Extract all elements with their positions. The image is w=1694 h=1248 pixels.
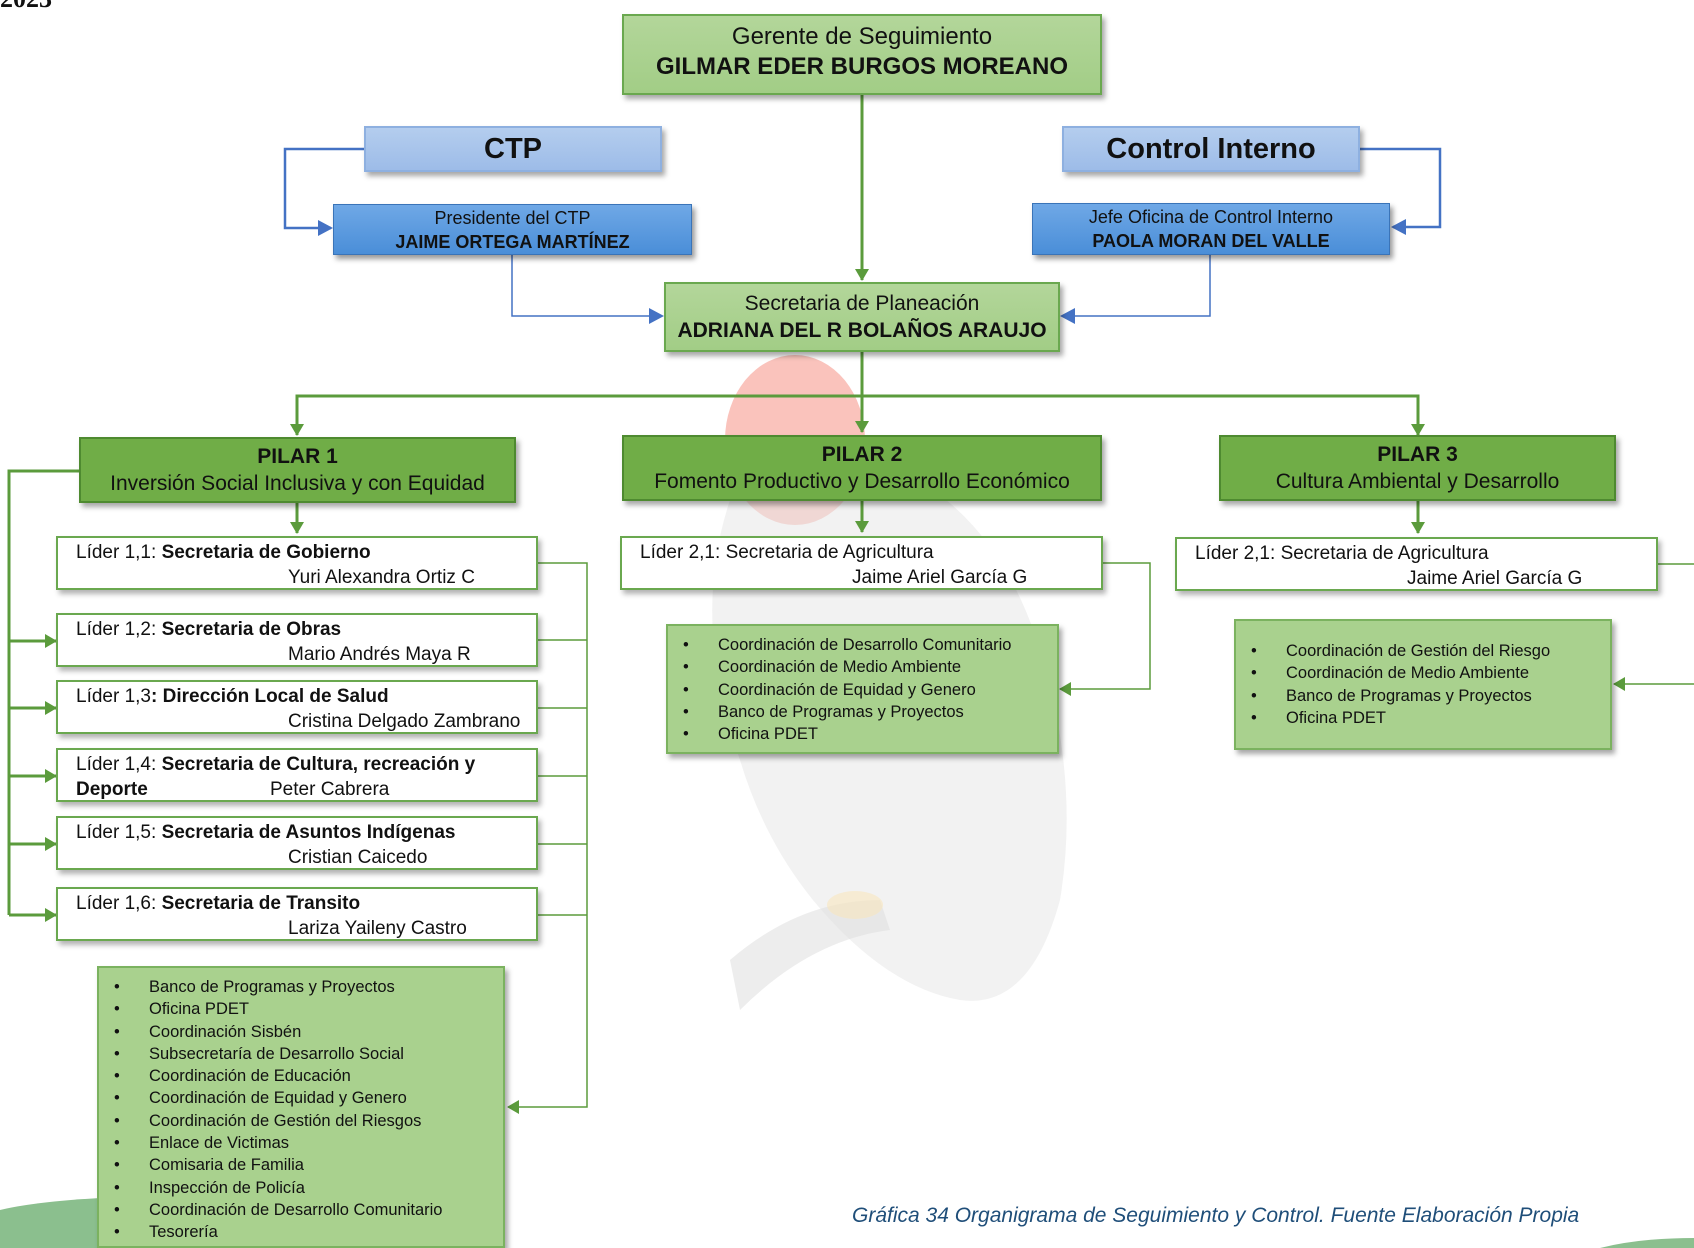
pilar3-box: PILAR 3 Cultura Ambiental y Desarrollo [1219, 435, 1616, 501]
leader-prefix: Líder 1,1: [76, 542, 162, 563]
leader-office: Secretaria de Agricultura [1280, 543, 1489, 564]
leader-person: Cristina Delgado Zambrano [288, 711, 521, 732]
ctp-title: CTP [484, 133, 542, 165]
leader-prefix: Líder 1,3 [76, 686, 151, 707]
list-item: Coordinación de Gestión del Riesgo [1251, 640, 1610, 663]
ctp-title-box: CTP [364, 126, 662, 172]
leader-office: : Dirección Local de Salud [151, 686, 389, 707]
pilar2-box: PILAR 2 Fomento Productivo y Desarrollo … [622, 435, 1102, 501]
leader-office: Secretaria de Cultura, recreación y [161, 754, 476, 775]
leader-prefix: Líder 1,2: [76, 619, 162, 640]
ctp-role: Presidente del CTP [434, 208, 591, 228]
list-item: Oficina PDET [1251, 707, 1610, 730]
leader-1-1: Líder 1,1: Secretaria de Gobierno Yuri A… [56, 536, 538, 590]
list-item: Comisaria de Familia [114, 1154, 503, 1177]
list-item: Coordinación Sisbén [114, 1021, 503, 1044]
list-item: Coordinación de Equidad y Genero [114, 1087, 503, 1110]
pilar2-title: PILAR 2 [821, 443, 903, 466]
gerente-role: Gerente de Seguimiento [731, 23, 993, 50]
leader-1-2: Líder 1,2: Secretaria de Obras Mario And… [56, 613, 538, 667]
leader-prefix: Líder 1,4: [76, 754, 162, 775]
planeacion-box: Secretaria de Planeación ADRIANA DEL R B… [664, 282, 1060, 352]
pilar1-subtitle: Inversión Social Inclusiva y con Equidad [110, 472, 485, 495]
leader-prefix: Líder 2,1: [640, 542, 726, 563]
list-item: Banco de Programas y Proyectos [683, 701, 1057, 724]
control-name: PAOLA MORAN DEL VALLE [1092, 231, 1330, 251]
corner-text: 2023 [0, 0, 52, 14]
leader-person: Jaime Ariel García G [852, 567, 1028, 588]
pilar1-box: PILAR 1 Inversión Social Inclusiva y con… [79, 437, 516, 503]
leader-1-6: Líder 1,6: Secretaria de Transito Lariza… [56, 887, 538, 941]
list-item: Oficina PDET [683, 723, 1057, 746]
list-item: Coordinación de Medio Ambiente [1251, 662, 1610, 685]
pilar3-subtitle: Cultura Ambiental y Desarrollo [1275, 470, 1560, 493]
gerente-name: GILMAR EDER BURGOS MOREANO [655, 53, 1068, 80]
list-item: Enlace de Victimas [114, 1132, 503, 1155]
leader-prefix: Líder 2,1: [1195, 543, 1281, 564]
list-item: Coordinación de Equidad y Genero [683, 679, 1057, 702]
leader-office: Secretaria de Obras [161, 619, 342, 640]
leader-person: Yuri Alexandra Ortiz C [288, 567, 475, 588]
list-item: Banco de Programas y Proyectos [1251, 685, 1610, 708]
pilar2-units: Coordinación de Desarrollo Comunitario C… [666, 624, 1059, 754]
leader-prefix: Líder 1,6: [76, 893, 162, 914]
list-item: Banco de Programas y Proyectos [114, 976, 503, 999]
control-title-box: Control Interno [1062, 126, 1360, 172]
pilar3-title: PILAR 3 [1377, 443, 1458, 466]
leader-3-1: Líder 2,1: Secretaria de Agricultura Jai… [1175, 537, 1658, 591]
list-item: Oficina PDET [114, 998, 503, 1021]
list-item: Coordinación de Educación [114, 1065, 503, 1088]
list-item: Coordinación de Gestión del Riesgos [114, 1110, 503, 1133]
leader-person: Cristian Caicedo [288, 847, 428, 868]
list-item: Tesorería [114, 1221, 503, 1244]
list-item: Coordinación de Medio Ambiente [683, 656, 1057, 679]
list-item: Coordinación de Desarrollo Comunitario [683, 634, 1057, 657]
pilar1-title: PILAR 1 [257, 445, 338, 468]
ctp-president-box: Presidente del CTP JAIME ORTEGA MARTÍNEZ [333, 204, 692, 255]
leader-office: Secretaria de Gobierno [161, 542, 371, 563]
pilar2-subtitle: Fomento Productivo y Desarrollo Económic… [654, 470, 1070, 493]
leader-2-1: Líder 2,1: Secretaria de Agricultura Jai… [620, 536, 1103, 590]
list-item: Inspección de Policía [114, 1177, 503, 1200]
gerente-box: Gerente de Seguimiento GILMAR EDER BURGO… [622, 14, 1102, 95]
leader-office: Secretaria de Transito [161, 893, 361, 914]
control-jefe-box: Jefe Oficina de Control Interno PAOLA MO… [1032, 203, 1390, 255]
leader-person: Mario Andrés Maya R [288, 644, 471, 665]
planeacion-role: Secretaria de Planeación [744, 292, 980, 315]
leader-prefix: Líder 1,5: [76, 822, 162, 843]
planeacion-name: ADRIANA DEL R BOLAÑOS ARAUJO [677, 319, 1047, 342]
leader-1-3: Líder 1,3: Dirección Local de Salud Cris… [56, 680, 538, 734]
control-title: Control Interno [1106, 133, 1316, 165]
figure-caption: Gráfica 34 Organigrama de Seguimiento y … [852, 1204, 1580, 1227]
leader-office-cont: Deporte [76, 779, 148, 800]
leader-person: Jaime Ariel García G [1407, 568, 1583, 589]
pilar3-units: Coordinación de Gestión del Riesgo Coord… [1234, 619, 1612, 750]
control-role: Jefe Oficina de Control Interno [1088, 207, 1334, 227]
leader-person: Peter Cabrera [270, 779, 390, 800]
leader-1-4: Líder 1,4: Secretaria de Cultura, recrea… [56, 748, 538, 802]
list-item: Subsecretaría de Desarrollo Social [114, 1043, 503, 1066]
leader-person: Lariza Yaileny Castro [288, 918, 467, 939]
list-item: Coordinación de Desarrollo Comunitario [114, 1199, 503, 1222]
leader-1-5: Líder 1,5: Secretaria de Asuntos Indígen… [56, 816, 538, 870]
leader-office: Secretaria de Asuntos Indígenas [161, 822, 456, 843]
ctp-name: JAIME ORTEGA MARTÍNEZ [395, 232, 630, 252]
pilar1-units: Banco de Programas y Proyectos Oficina P… [97, 966, 505, 1248]
leader-office: Secretaria de Agricultura [725, 542, 934, 563]
